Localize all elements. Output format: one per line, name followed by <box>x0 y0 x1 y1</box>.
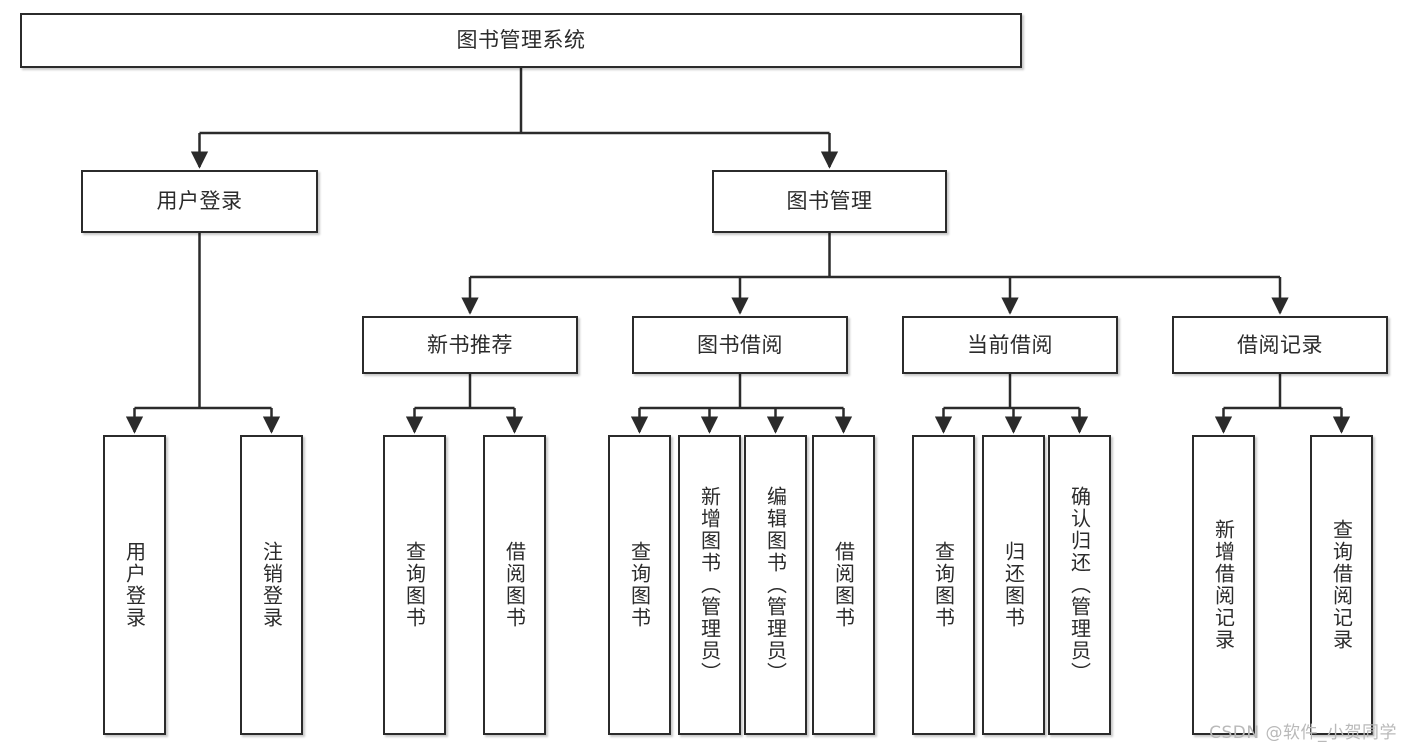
node-leaf-rec-add[interactable]: 新增借阅记录 <box>1192 435 1255 735</box>
node-label: 新书推荐 <box>427 332 513 357</box>
node-leaf-borrow-lend[interactable]: 借阅图书 <box>812 435 875 735</box>
node-label: 借阅记录 <box>1237 332 1323 357</box>
node-leaf-cur-return[interactable]: 归还图书 <box>982 435 1045 735</box>
node-label: 图书借阅 <box>697 332 783 357</box>
node-leaf-borrow-edit[interactable]: 编辑图书（管理员） <box>744 435 807 735</box>
node-label: 编辑图书（管理员） <box>763 486 788 684</box>
node-leaf-borrow-query[interactable]: 查询图书 <box>608 435 671 735</box>
node-label: 图书管理系统 <box>456 28 586 53</box>
node-label: 当前借阅 <box>967 332 1053 357</box>
node-book-borrow[interactable]: 图书借阅 <box>632 316 848 374</box>
node-label: 查询图书 <box>931 541 956 629</box>
node-label: 新增图书（管理员） <box>697 486 722 684</box>
node-borrow-record[interactable]: 借阅记录 <box>1172 316 1388 374</box>
node-label: 确认归还（管理员） <box>1067 486 1092 684</box>
node-current-borrow[interactable]: 当前借阅 <box>902 316 1118 374</box>
node-label: 用户登录 <box>156 189 243 214</box>
node-book-manage[interactable]: 图书管理 <box>712 170 947 233</box>
node-leaf-rec-search[interactable]: 查询借阅记录 <box>1310 435 1373 735</box>
node-label: 查询图书 <box>402 541 427 629</box>
node-label: 注销登录 <box>259 541 284 629</box>
node-user-login[interactable]: 用户登录 <box>81 170 318 233</box>
node-leaf-user-login[interactable]: 用户登录 <box>103 435 166 735</box>
node-label: 查询借阅记录 <box>1329 519 1354 651</box>
node-label: 图书管理 <box>786 189 873 214</box>
node-leaf-user-logout[interactable]: 注销登录 <box>240 435 303 735</box>
node-leaf-borrow-add[interactable]: 新增图书（管理员） <box>678 435 741 735</box>
node-leaf-cur-query[interactable]: 查询图书 <box>912 435 975 735</box>
node-new-book-rec[interactable]: 新书推荐 <box>362 316 578 374</box>
node-label: 归还图书 <box>1001 541 1026 629</box>
node-label: 用户登录 <box>122 541 147 629</box>
node-label: 借阅图书 <box>502 541 527 629</box>
node-leaf-rec-borrow[interactable]: 借阅图书 <box>483 435 546 735</box>
node-label: 新增借阅记录 <box>1211 519 1236 651</box>
node-root[interactable]: 图书管理系统 <box>20 13 1022 68</box>
node-label: 借阅图书 <box>831 541 856 629</box>
node-leaf-rec-query[interactable]: 查询图书 <box>383 435 446 735</box>
node-label: 查询图书 <box>627 541 652 629</box>
node-leaf-cur-confirm[interactable]: 确认归还（管理员） <box>1048 435 1111 735</box>
